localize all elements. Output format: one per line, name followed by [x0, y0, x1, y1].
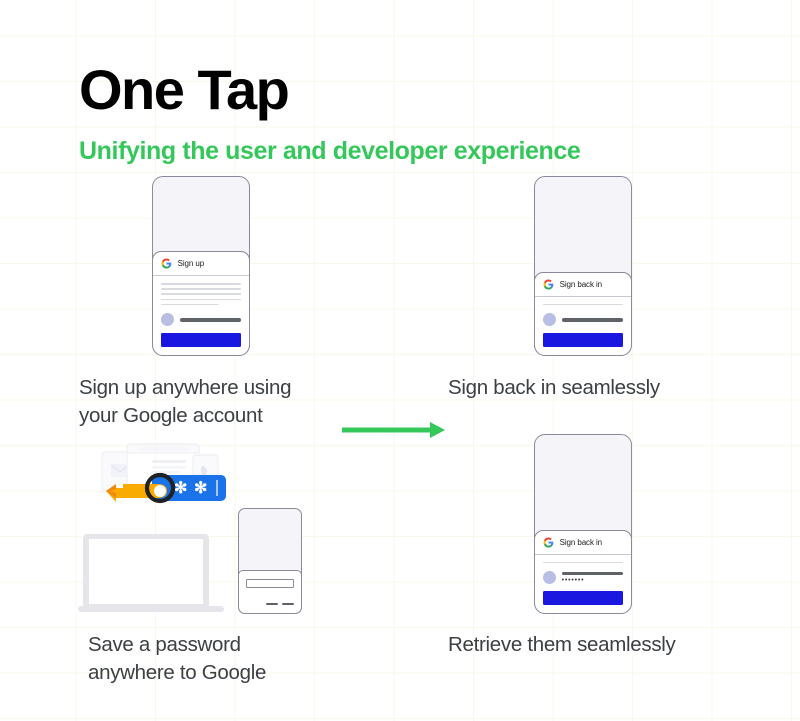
sheet-header: Sign up	[152, 252, 250, 277]
placeholder-line	[160, 288, 242, 290]
phone-mockup-sign-up: Sign up	[151, 176, 251, 357]
sheet-body	[153, 276, 250, 355]
account-info	[179, 318, 242, 322]
account-row[interactable]	[160, 313, 242, 327]
continue-button[interactable]	[160, 333, 242, 348]
page-title: One Tap	[79, 58, 290, 121]
continue-button[interactable]	[542, 333, 624, 348]
one-tap-sheet-sign-up: Sign up	[151, 251, 251, 357]
page-subtitle: Unifying the user and developer experien…	[79, 137, 581, 165]
placeholder-line	[542, 561, 624, 564]
caption-sign-up: Sign up anywhere using your Google accou…	[79, 376, 292, 427]
laptop-illustration	[78, 533, 230, 619]
mini-device-password	[237, 508, 303, 615]
caption-retrieve: Retrieve them seamlessly	[448, 633, 676, 656]
arrow-right-icon	[342, 422, 445, 438]
avatar	[160, 313, 174, 327]
dash	[266, 602, 279, 606]
account-name-bar	[561, 318, 624, 322]
account-row[interactable]	[542, 313, 624, 327]
password-asterisks: ✻	[194, 480, 207, 497]
sheet-title: Sign back in	[559, 279, 602, 289]
account-info: •••••••	[561, 571, 624, 585]
sheet-body: •••••••	[535, 555, 632, 614]
content-placeholder-lines	[160, 283, 242, 306]
placeholder-line	[160, 303, 219, 306]
content-placeholder-lines	[542, 561, 624, 564]
placeholder-line	[160, 283, 242, 285]
phone-mockup-sign-back-in: Sign back in	[533, 176, 633, 357]
placeholder-line	[160, 293, 242, 296]
password-input-field[interactable]	[245, 579, 295, 589]
password-asterisks: ✻	[174, 480, 187, 497]
password-dots: •••••••	[561, 577, 585, 585]
dash	[282, 602, 295, 606]
sheet-header: Sign back in	[534, 531, 632, 555]
google-g-icon	[543, 279, 553, 290]
laptop-icon	[78, 533, 224, 612]
sheet-title: Sign up	[177, 259, 205, 269]
placeholder-line	[160, 298, 242, 301]
avatar	[542, 571, 556, 585]
mini-device-dashes	[266, 602, 295, 606]
continue-button[interactable]	[542, 591, 624, 606]
mini-device-lower-panel	[237, 570, 303, 615]
phone-mockup-retrieve-password: Sign back in •••••••	[533, 434, 633, 615]
account-name-bar	[179, 318, 242, 322]
flow-arrow	[340, 418, 450, 447]
placeholder-line	[542, 303, 624, 306]
account-name-bar	[561, 571, 624, 576]
sheet-header: Sign back in	[534, 273, 632, 297]
key-password-illustration: ✻ ✻	[104, 467, 229, 516]
browser-window-icon	[126, 443, 200, 492]
one-tap-sheet-sign-back-in: Sign back in	[533, 271, 633, 357]
content-placeholder-lines	[542, 303, 624, 306]
google-g-icon	[161, 258, 171, 269]
one-tap-sheet-retrieve: Sign back in •••••••	[533, 529, 633, 615]
sheet-body	[535, 297, 632, 356]
caption-sign-back-in: Sign back in seamlessly	[448, 376, 660, 399]
account-row[interactable]: •••••••	[542, 571, 624, 585]
account-info	[561, 318, 624, 322]
caption-save-password: Save a password anywhere to Google	[88, 633, 267, 684]
avatar	[542, 313, 556, 327]
sheet-title: Sign back in	[559, 537, 602, 547]
keyring-icon	[144, 472, 176, 504]
google-g-icon	[543, 537, 553, 548]
key-and-password-icon: ✻ ✻	[106, 472, 226, 504]
